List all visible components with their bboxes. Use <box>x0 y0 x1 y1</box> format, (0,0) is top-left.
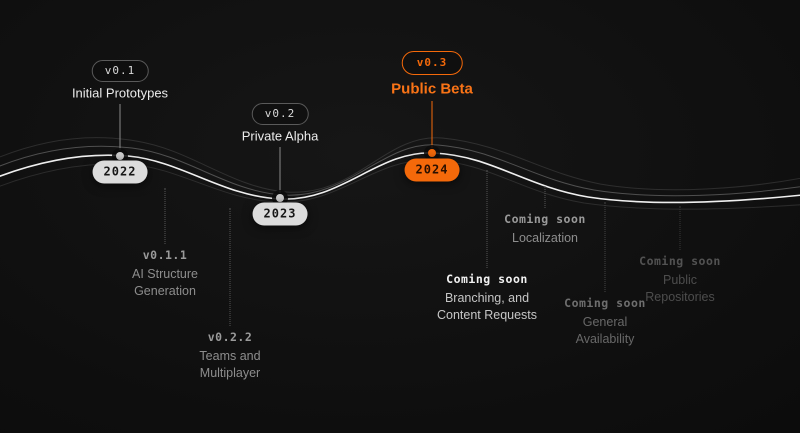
version-tag: v0.1.1 <box>142 248 188 262</box>
connector-line-2023 <box>279 147 281 193</box>
timeline-dot-2022 <box>116 152 124 160</box>
version-badge-v0-3: v0.3 <box>401 51 463 75</box>
milestone-title-public-beta: Public Beta <box>391 80 473 98</box>
feature-name-line: Repositories <box>645 290 715 304</box>
year-badge-2024: 2024 <box>404 158 460 182</box>
feature-name-line: Generation <box>134 284 196 298</box>
feature-name-line: Multiplayer <box>199 366 261 380</box>
feature-name-line: Teams and <box>199 349 261 363</box>
upcoming-item-general-availability: Coming soon General Availability <box>564 295 646 348</box>
connector-line-2022 <box>119 104 121 150</box>
upcoming-item-ai-structure-generation: v0.1.1 AI Structure Generation <box>132 247 198 300</box>
coming-soon-tag: Coming soon <box>504 212 586 226</box>
feature-name-line: Localization <box>511 231 579 245</box>
curve-echo-upper-2 <box>0 137 800 193</box>
version-tag: v0.2.2 <box>207 330 253 344</box>
curve-main <box>0 152 800 204</box>
coming-soon-tag: Coming soon <box>446 272 528 286</box>
upcoming-item-teams-and-multiplayer: v0.2.2 Teams and Multiplayer <box>199 329 260 382</box>
coming-soon-tag: Coming soon <box>639 254 721 268</box>
milestone-title-initial-prototypes: Initial Prototypes <box>71 85 169 101</box>
dotted-connector-v0-2-2 <box>229 208 231 326</box>
connector-line-2024 <box>431 101 433 148</box>
timeline-dot-2024 <box>428 149 436 157</box>
version-badge-v0-1: v0.1 <box>91 60 149 82</box>
feature-name-line: Availability <box>575 332 635 346</box>
feature-name-line: Content Requests <box>436 308 538 322</box>
dotted-connector-public-repositories <box>679 206 681 250</box>
year-badge-2022: 2022 <box>92 160 148 184</box>
dotted-connector-general-availability <box>604 202 606 292</box>
year-badge-2023: 2023 <box>252 202 308 226</box>
feature-name-line: Public <box>662 273 698 287</box>
dotted-connector-localization <box>544 186 546 208</box>
timeline-dot-2023 <box>276 194 284 202</box>
dotted-connector-v0-1-1 <box>164 188 166 244</box>
upcoming-item-localization: Coming soon Localization <box>504 211 586 247</box>
feature-name-line: General <box>582 315 628 329</box>
coming-soon-tag: Coming soon <box>564 296 646 310</box>
dotted-connector-branching <box>486 170 488 268</box>
milestone-title-private-alpha: Private Alpha <box>241 128 319 144</box>
feature-name-line: AI Structure <box>132 267 198 281</box>
upcoming-item-public-repositories: Coming soon Public Repositories <box>639 253 721 306</box>
version-badge-v0-2: v0.2 <box>251 103 309 125</box>
feature-name-line: Branching, and <box>444 291 530 305</box>
upcoming-item-branching-content-requests: Coming soon Branching, and Content Reque… <box>437 271 537 324</box>
